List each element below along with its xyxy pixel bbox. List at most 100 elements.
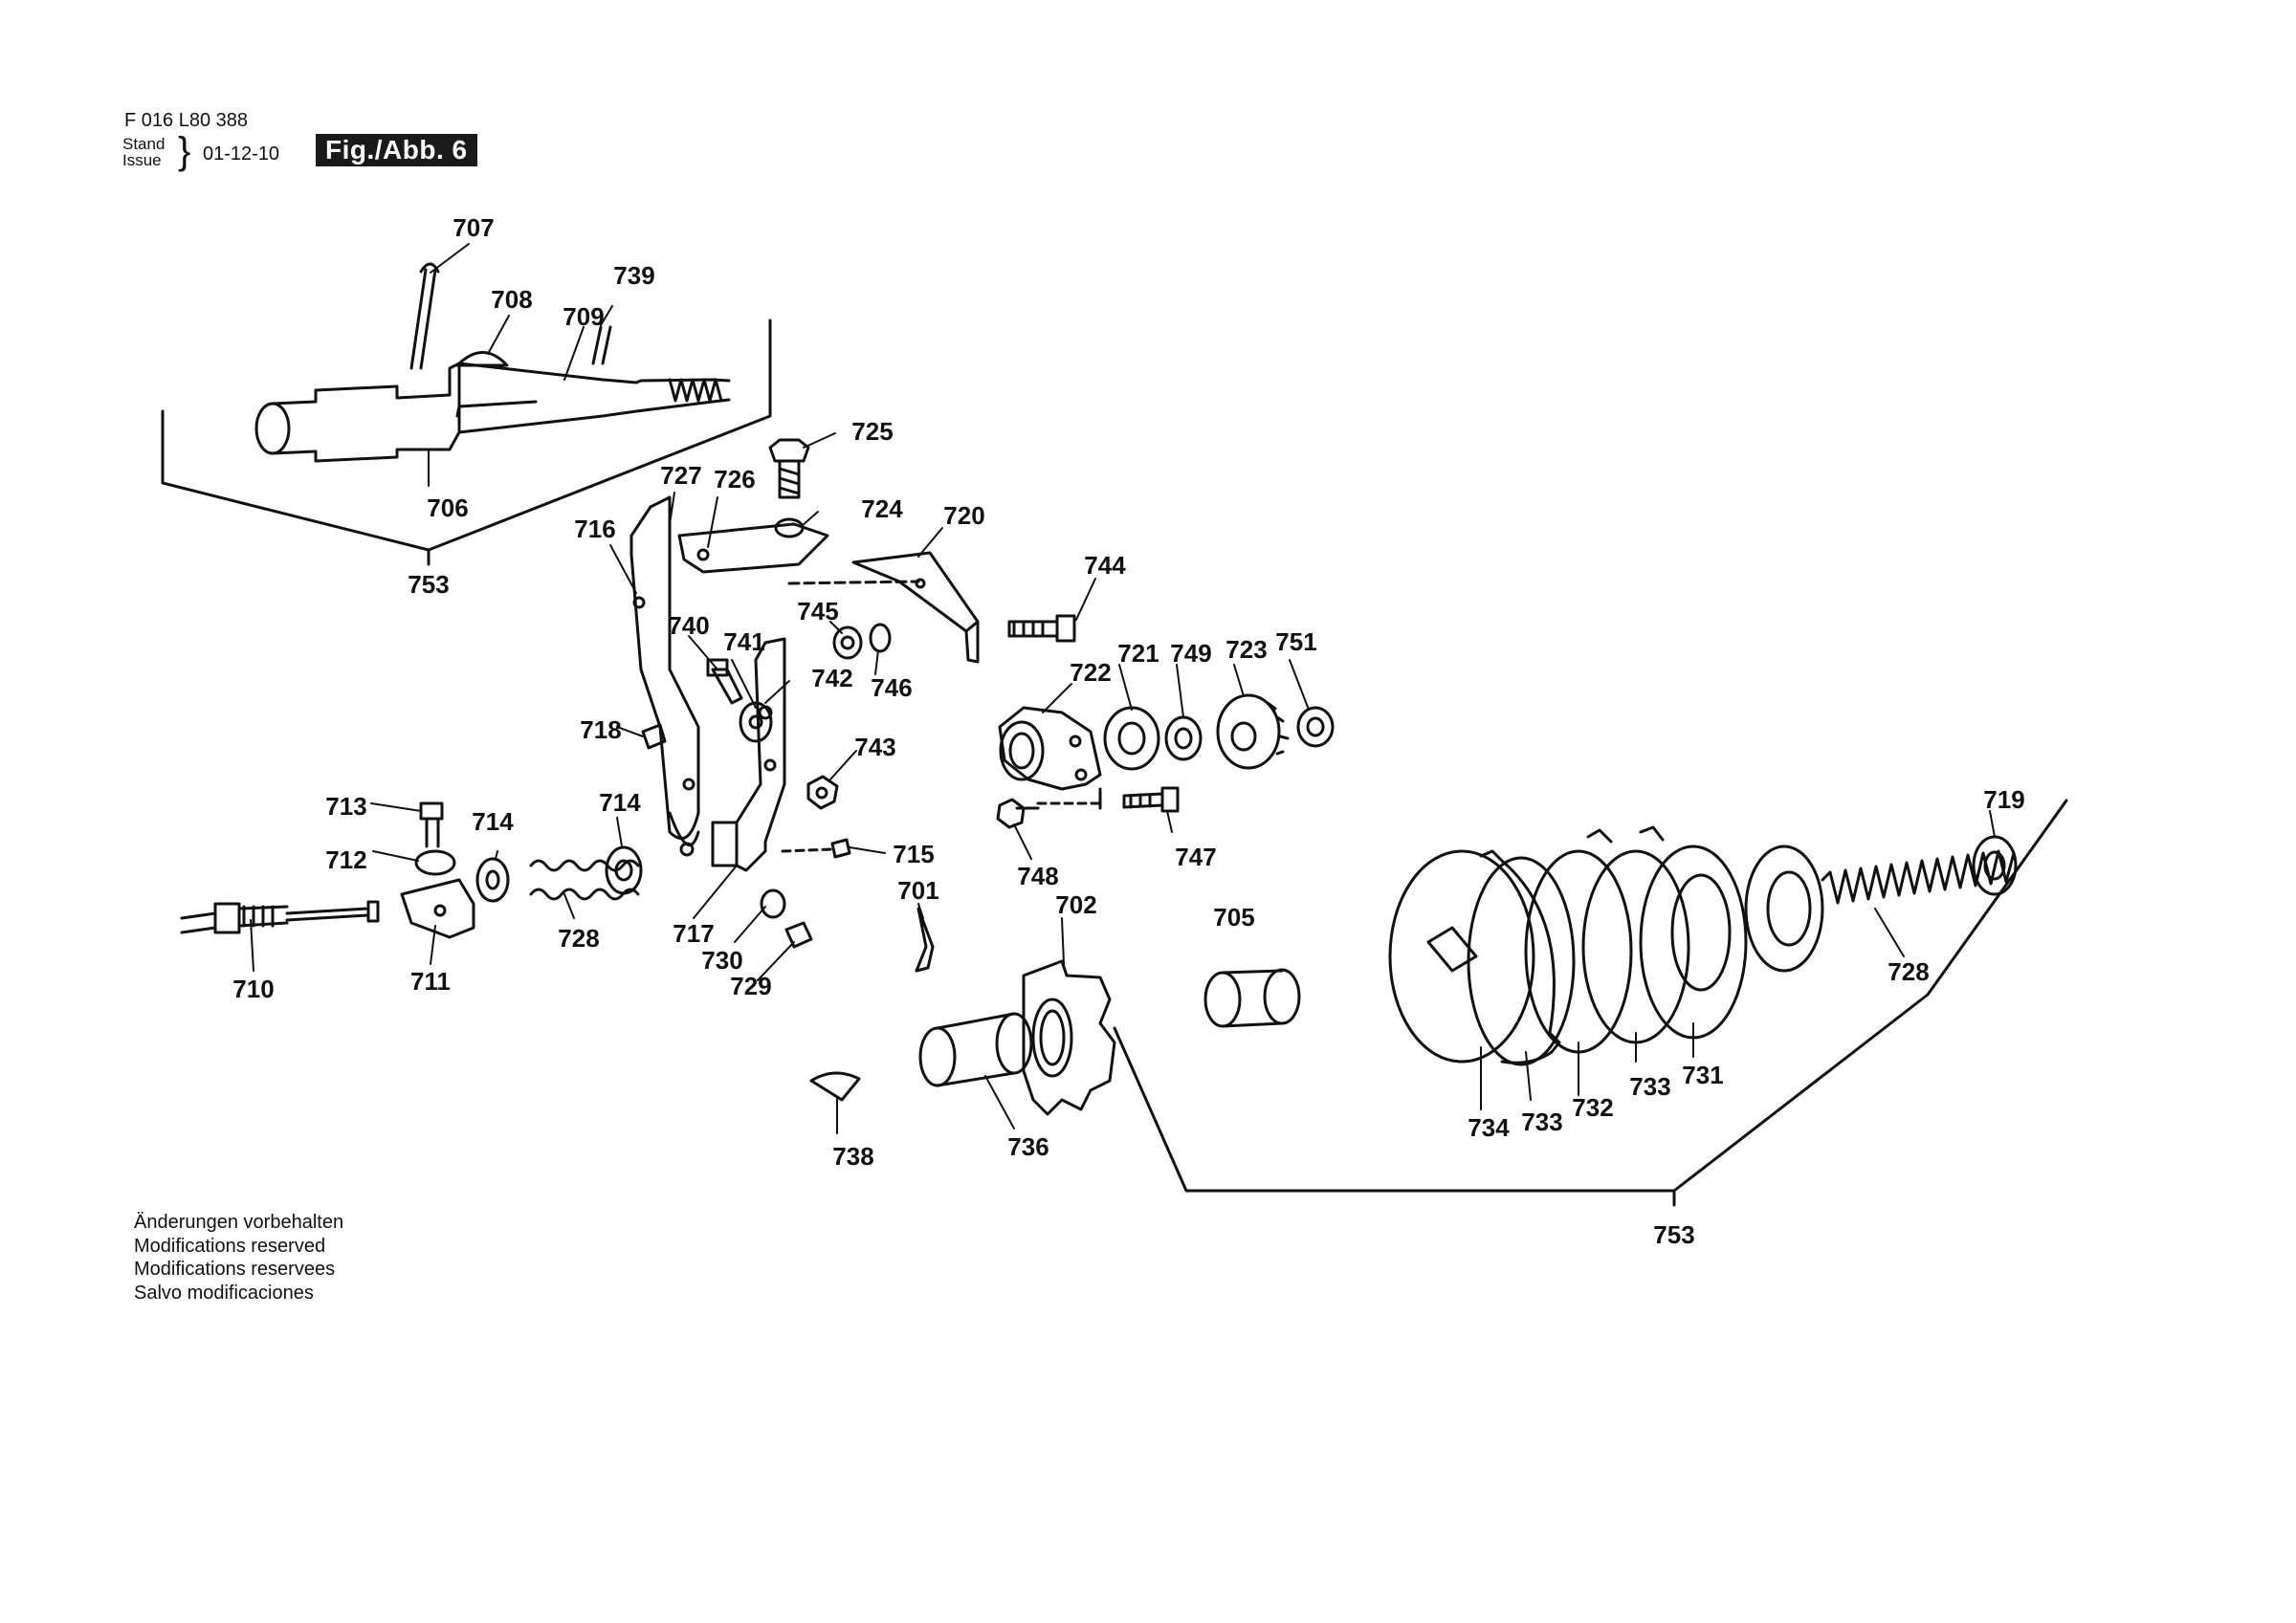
bolt-740-drawing: [706, 658, 743, 705]
label-746: 746: [871, 673, 912, 702]
label-723: 723: [1225, 635, 1267, 664]
disc-732-drawing: [1524, 828, 1633, 1054]
label-721: 721: [1117, 639, 1159, 668]
label-719: 719: [1983, 785, 2024, 814]
label-718: 718: [580, 715, 621, 744]
label-710: 710: [232, 975, 274, 1003]
star-wheel-702-drawing: [1022, 959, 1116, 1116]
washer-746-drawing: [869, 623, 892, 653]
part-741-drawing: [739, 701, 773, 743]
label-729: 729: [730, 972, 771, 1000]
stand-label: Stand: [122, 135, 166, 153]
washer-712-drawing: [414, 849, 456, 876]
bushing-714b-drawing: [605, 845, 643, 895]
label-742: 742: [811, 664, 852, 692]
label-739: 739: [613, 261, 654, 290]
pin-701-drawing: [915, 907, 935, 973]
label-716: 716: [574, 515, 615, 543]
hub-drawing: [1744, 844, 1824, 973]
screw-747-drawing: [1122, 786, 1180, 813]
nut-743-drawing: [806, 775, 839, 810]
label-720: 720: [943, 501, 984, 530]
label-738: 738: [832, 1142, 873, 1171]
disc-733-drawing: [1467, 849, 1576, 1066]
label-702: 702: [1055, 890, 1096, 919]
issue-label: Issue: [122, 151, 162, 169]
bolt-725-drawing: [768, 438, 810, 499]
nut-751-drawing: [1296, 706, 1335, 748]
cable-710-drawing: [180, 900, 380, 934]
label-713: 713: [325, 792, 366, 821]
figure-badge: Fig./Abb. 6: [316, 134, 477, 166]
note-es: Salvo modificaciones: [134, 1282, 314, 1304]
label-753-top: 753: [408, 570, 449, 599]
modification-notes: Änderungen vorbehalten Modifications res…: [134, 1211, 343, 1305]
label-744: 744: [1084, 551, 1126, 580]
label-727: 727: [660, 461, 701, 490]
label-726: 726: [714, 465, 755, 493]
bracket-711-drawing: [400, 878, 475, 939]
screw-729-drawing: [784, 921, 813, 949]
label-734: 734: [1468, 1113, 1510, 1142]
label-751: 751: [1275, 627, 1316, 656]
label-728-right: 728: [1888, 957, 1929, 986]
label-748: 748: [1017, 862, 1058, 890]
gear-723-drawing: [1216, 693, 1290, 770]
spring-728-left-drawing: [529, 859, 640, 872]
sleeve-736-drawing: [918, 1012, 1033, 1087]
note-en: Modifications reserved: [134, 1235, 326, 1257]
label-730: 730: [701, 946, 742, 975]
label-745: 745: [797, 597, 838, 625]
lever-717-drawing: [711, 637, 786, 872]
bolt-715-drawing: [781, 838, 851, 859]
label-741: 741: [723, 627, 764, 656]
note-fr: Modifications reservees: [134, 1259, 336, 1280]
label-725: 725: [851, 417, 893, 446]
document-number: F 016 L80 388: [124, 110, 248, 131]
part-labels: 707 708 739 709 706 753 725 727 726 724 …: [232, 213, 2024, 1249]
screw-718-drawing: [641, 723, 667, 750]
key-738-drawing: [809, 1071, 861, 1102]
nut-748-drawing: [996, 798, 1026, 829]
label-709: 709: [563, 302, 604, 331]
note-de: Änderungen vorbehalten: [134, 1212, 344, 1233]
disc-731-drawing: [1639, 844, 1748, 1040]
label-743: 743: [854, 733, 895, 761]
label-701: 701: [897, 876, 938, 905]
bracket-720-drawing: [787, 551, 980, 664]
bearing-721-drawing: [1103, 706, 1160, 771]
screw-744-drawing: [1007, 614, 1076, 643]
label-740: 740: [668, 611, 709, 640]
stand-issue-label: Stand Issue: [122, 136, 165, 168]
bushing-714-drawing: [475, 857, 510, 903]
bolt-713-drawing: [419, 801, 444, 848]
label-711: 711: [410, 967, 451, 996]
label-753-bottom: 753: [1653, 1220, 1694, 1249]
nut-745-drawing: [832, 625, 863, 660]
label-733-left: 733: [1521, 1108, 1562, 1136]
label-717: 717: [673, 919, 714, 948]
brace-glyph: }: [178, 130, 191, 172]
label-722: 722: [1070, 658, 1111, 687]
label-714-right: 714: [599, 788, 641, 817]
washer-724-drawing: [774, 517, 805, 538]
bracket-726-drawing: [677, 522, 829, 574]
disc-734-drawing: [1388, 849, 1535, 1064]
label-706: 706: [427, 493, 468, 522]
bearing-block-722-drawing: [998, 706, 1102, 791]
washer-730-drawing: [760, 888, 786, 919]
label-736: 736: [1007, 1132, 1049, 1161]
label-707: 707: [453, 213, 494, 242]
issue-date: 01-12-10: [203, 143, 280, 164]
lever-716-drawing: [629, 495, 700, 857]
label-728-left: 728: [558, 924, 599, 953]
clutch-housing-outline: [1113, 799, 2068, 1207]
label-731: 731: [1682, 1061, 1723, 1089]
label-705: 705: [1213, 903, 1254, 932]
spring-728-right-drawing: [1821, 849, 2016, 905]
sleeve-705-drawing: [1203, 968, 1301, 1028]
label-712: 712: [325, 845, 366, 874]
label-715: 715: [893, 840, 934, 868]
shaft-assembly-drawing: [161, 262, 772, 566]
